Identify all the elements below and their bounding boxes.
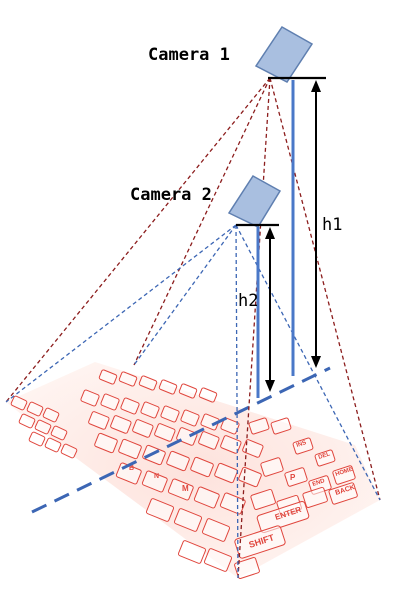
keyboard-keys-grid bbox=[10, 369, 358, 579]
camera1-icon bbox=[254, 26, 314, 83]
h1-label: h1 bbox=[322, 215, 342, 235]
height-indicators bbox=[236, 76, 326, 398]
key-label-home: HOME bbox=[335, 467, 354, 478]
h2-label: h2 bbox=[238, 291, 258, 311]
key-label-n: N bbox=[154, 473, 159, 480]
h1-arrow-head-bottom bbox=[311, 356, 321, 368]
camera2-field-of-view bbox=[5, 224, 381, 579]
camera1-label: Camera 1 bbox=[148, 45, 230, 65]
key-label-m: M bbox=[182, 484, 189, 493]
key-label-p: P bbox=[290, 473, 296, 482]
camera1-field-of-view bbox=[5, 77, 381, 579]
key-label-del: DEL bbox=[318, 451, 332, 461]
key-label-ins: INS bbox=[296, 440, 307, 449]
key-label-b: B bbox=[129, 465, 134, 472]
h1-arrow-head-top bbox=[311, 80, 321, 92]
ground-line bbox=[31, 366, 331, 514]
h2-arrow-head-bottom bbox=[265, 380, 275, 392]
camera2-icon bbox=[227, 175, 282, 228]
projected-keyboard: SHIFT ENTER BACK HOME END DEL INS P M B … bbox=[6, 362, 380, 579]
h2-arrow-head-top bbox=[265, 227, 275, 239]
camera2-label: Camera 2 bbox=[130, 185, 212, 205]
key-label-end: END bbox=[312, 478, 327, 488]
